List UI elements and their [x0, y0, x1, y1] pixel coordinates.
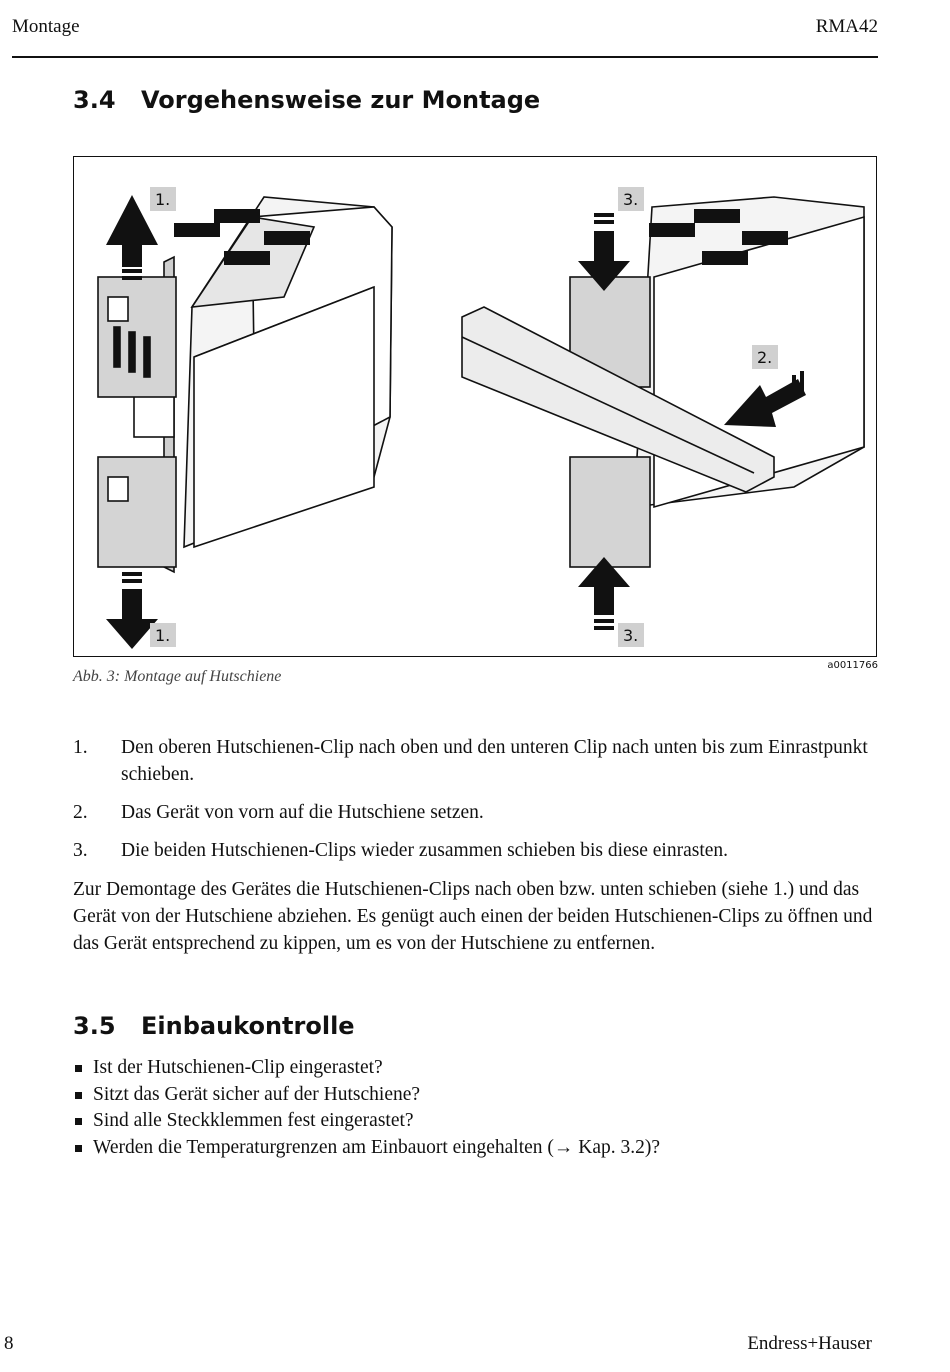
- figure-label-1-bottom: 1.: [155, 626, 170, 645]
- mounting-illustration: 1. 1. 3. 3. 2.: [97, 187, 865, 649]
- left-arrow-up: [106, 195, 158, 267]
- figure-label-2: 2.: [757, 348, 772, 367]
- step-number: 3.: [73, 840, 88, 861]
- right-terminal-blocks: [649, 209, 788, 265]
- step-text: Den oberen Hutschienen-Clip nach oben un…: [121, 737, 868, 785]
- label-box-1-bottom: [150, 623, 176, 647]
- figure-caption: Abb. 3: Montage auf Hutschiene: [73, 668, 282, 685]
- step-item: 2. Das Gerät von vorn auf die Hutschiene…: [73, 799, 883, 826]
- checklist-item: Ist der Hutschienen-Clip eingerastet?: [73, 1055, 660, 1082]
- right-stripes: [594, 213, 804, 630]
- right-arrow-down: [578, 231, 630, 291]
- step-item: 3. Die beiden Hutschienen-Clips wieder z…: [73, 837, 883, 864]
- footer-brand: Endress+Hauser: [747, 1333, 872, 1354]
- section-title: Einbaukontrolle: [141, 1012, 355, 1040]
- step-number: 1.: [73, 737, 88, 758]
- checklist-item: Werden die Temperaturgrenzen am Einbauor…: [73, 1135, 660, 1162]
- header-product-name: RMA42: [815, 16, 878, 37]
- header-section-name: Montage: [12, 16, 80, 37]
- din-rail: [461, 306, 775, 493]
- step-text: Die beiden Hutschienen-Clips wieder zusa…: [121, 840, 729, 861]
- right-arrow-in: [724, 379, 806, 427]
- figure-label-1-top: 1.: [155, 190, 170, 209]
- step-item: 1. Den oberen Hutschienen-Clip nach oben…: [73, 734, 883, 788]
- label-box-2: [752, 345, 778, 369]
- figure-label-3-top: 3.: [623, 190, 638, 209]
- left-device: [97, 196, 393, 574]
- label-box-3-bottom: [618, 623, 644, 647]
- right-arrow-up: [578, 557, 630, 615]
- section-title: Vorgehensweise zur Montage: [141, 86, 541, 114]
- dismount-paragraph: Zur Demontage des Gerätes die Hutschiene…: [73, 879, 873, 954]
- mounting-figure: 1. 1. 3. 3. 2.: [73, 156, 877, 657]
- checklist-item: Sind alle Steckklemmen fest eingerastet?: [73, 1108, 660, 1135]
- label-box-3-top: [618, 187, 644, 211]
- step-number: 2.: [73, 802, 88, 823]
- left-arrow-down: [106, 589, 158, 649]
- checklist-item: Sitzt das Gerät sicher auf der Hutschien…: [73, 1082, 660, 1109]
- page-number: 8: [4, 1333, 14, 1354]
- figure-label-boxes: [150, 187, 778, 647]
- left-stripes: [122, 269, 142, 583]
- figure-image-id: a0011766: [827, 660, 878, 671]
- figure-label-3-bottom: 3.: [623, 626, 638, 645]
- section-heading-3-5: 3.5 Einbaukontrolle: [73, 1012, 355, 1040]
- checklist: Ist der Hutschienen-Clip eingerastet? Si…: [73, 1055, 660, 1161]
- section-number: 3.5: [73, 1012, 116, 1040]
- left-terminal-blocks: [174, 209, 310, 265]
- section-heading-3-4: 3.4 Vorgehensweise zur Montage: [73, 86, 540, 114]
- header-rule: [12, 56, 878, 58]
- step-text: Das Gerät von vorn auf die Hutschiene se…: [121, 802, 484, 823]
- label-box-1-top: [150, 187, 176, 211]
- section-number: 3.4: [73, 86, 116, 114]
- steps-list: 1. Den oberen Hutschienen-Clip nach oben…: [73, 734, 883, 875]
